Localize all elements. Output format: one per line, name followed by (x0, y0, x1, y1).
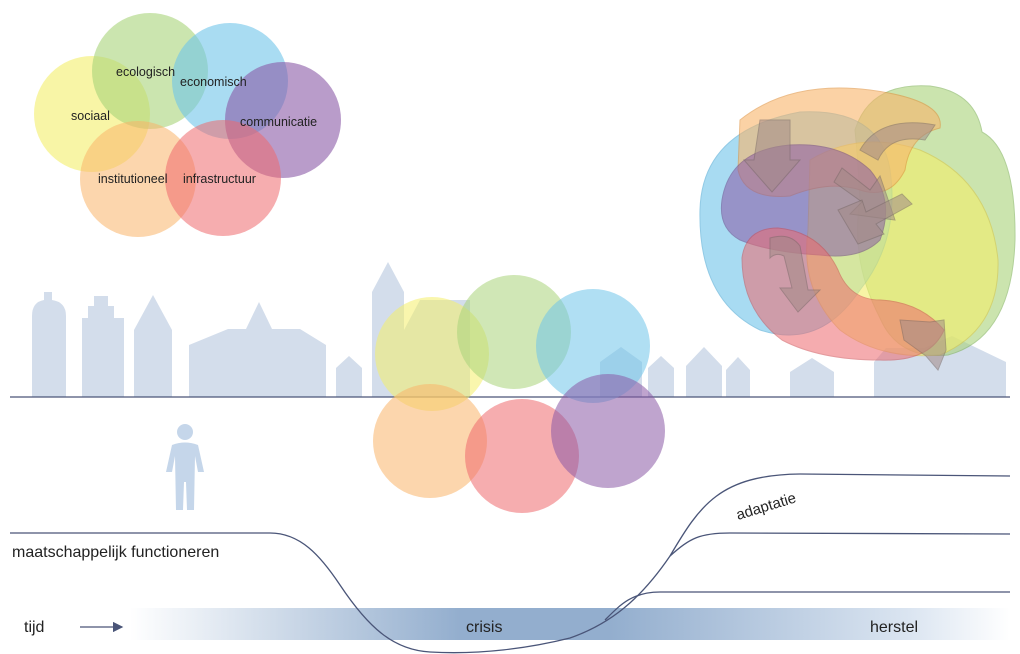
mid-circle-orange (373, 384, 487, 498)
curve-branch-low (604, 591, 1010, 621)
building-1 (32, 292, 66, 397)
functioning-curves (10, 473, 1011, 654)
city-skyline (32, 262, 1006, 397)
circle-infrastructuur (165, 120, 281, 236)
house-arch (790, 358, 834, 397)
label-communicatie: communicatie (240, 115, 317, 129)
mid-circle-blue (536, 289, 650, 403)
house-small-2 (648, 356, 674, 397)
time-label: tijd (24, 619, 44, 636)
curve-branch-mid (669, 532, 1011, 557)
person-figure (166, 424, 204, 510)
building-2 (82, 296, 124, 397)
arrow-swirl-4 (769, 235, 822, 313)
label-institutioneel: institutioneel (98, 172, 168, 186)
building-4 (189, 302, 326, 397)
label-ecologisch: ecologisch (116, 65, 175, 79)
arrow-swirl-3 (837, 193, 913, 245)
curve-label: maatschappelijk functioneren (12, 544, 219, 561)
mid-circle-purple (551, 374, 665, 488)
house-small-1 (336, 356, 362, 397)
house-small-4 (726, 357, 750, 397)
domain-circles-legend: ecologisch economisch sociaal communicat… (34, 13, 341, 237)
curve-main (10, 473, 1011, 654)
label-infrastructuur: infrastructuur (183, 172, 256, 186)
label-economisch: economisch (180, 75, 247, 89)
domain-blobs-recovery (699, 85, 1016, 371)
timeline-bar (10, 608, 1010, 640)
label-sociaal: sociaal (71, 109, 110, 123)
arrow-swirl-5 (899, 319, 947, 371)
mid-circle-red (465, 399, 579, 513)
domain-circles-crisis (373, 275, 665, 513)
house-small-3 (686, 347, 722, 397)
recovery-label: herstel (870, 619, 918, 636)
adaptation-label: adaptatie (734, 490, 798, 524)
arrow-swirl-6 (859, 122, 936, 161)
circle-institutioneel (80, 121, 196, 237)
arrow-swirl-1 (742, 119, 802, 193)
building-3 (134, 295, 172, 397)
crisis-label: crisis (466, 619, 502, 636)
